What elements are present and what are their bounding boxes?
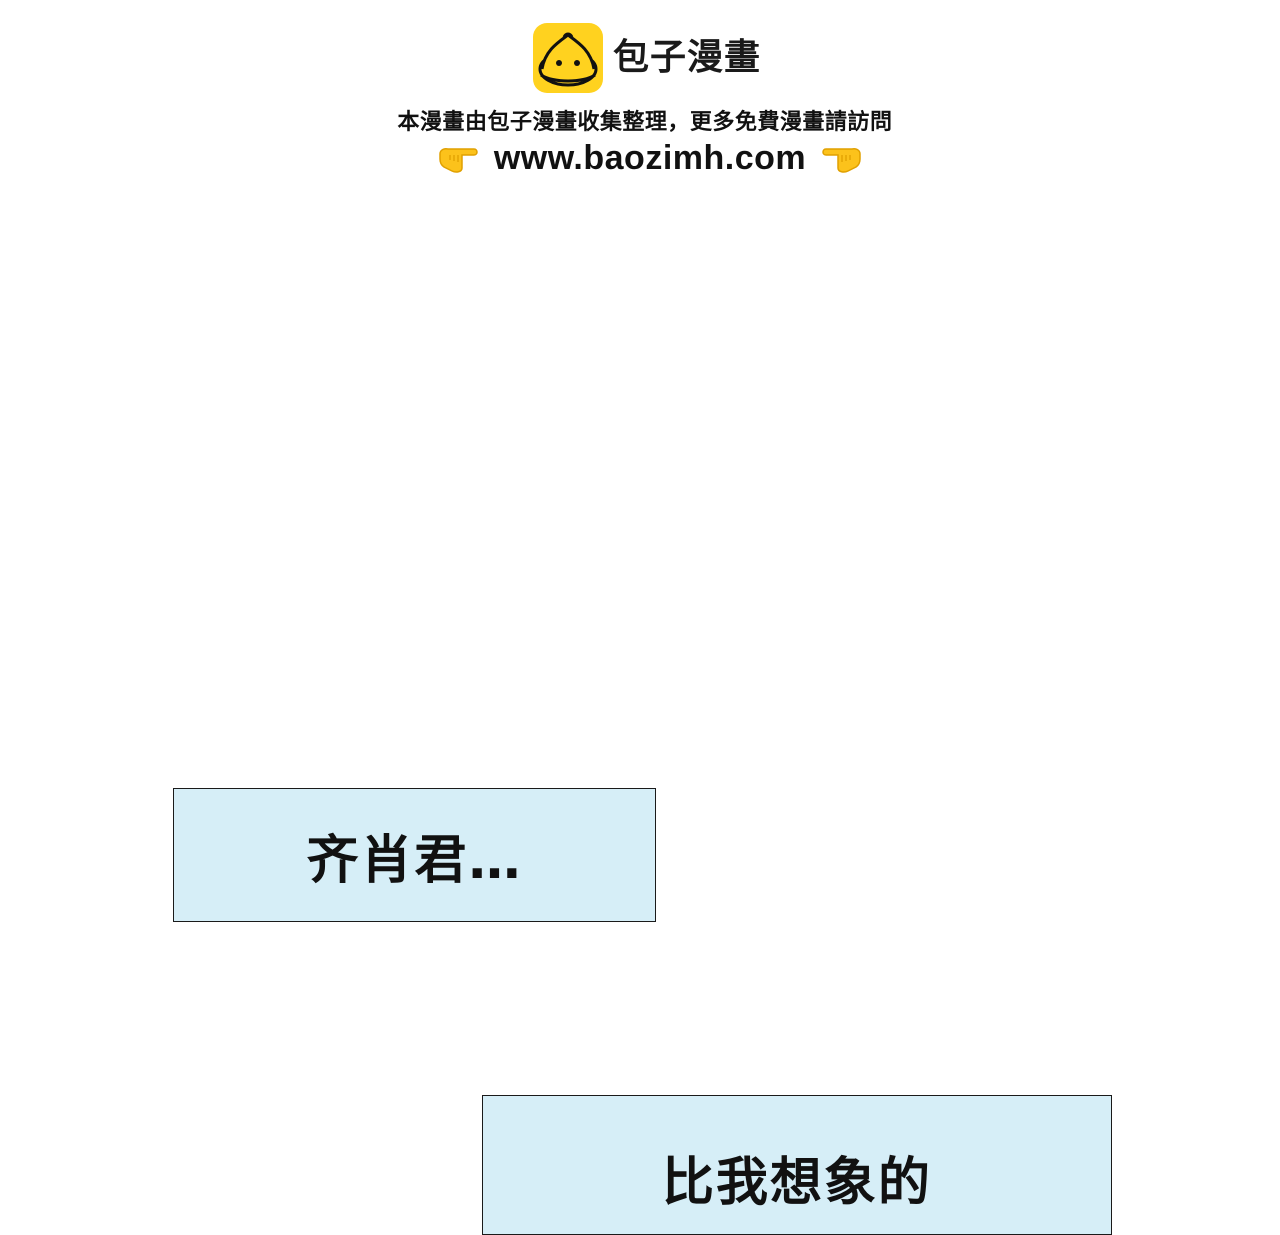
caption-box: 齐肖君…	[173, 788, 656, 922]
site-url: www.baozimh.com	[493, 138, 807, 177]
caption-text: 比我想象的	[661, 1153, 932, 1213]
watermark-header: 包子漫畫 本漫畫由包子漫畫收集整理，更多免費漫畫請訪問 www.baozimh.…	[0, 0, 1280, 190]
url-row: www.baozimh.com	[0, 136, 1280, 180]
brand-name: 包子漫畫	[613, 37, 762, 78]
pointing-right-hand-icon	[436, 140, 480, 176]
caption-text: 齐肖君…	[306, 830, 523, 891]
brand-row: 包子漫畫	[533, 23, 761, 93]
bun-mascot-logo-icon	[533, 23, 603, 93]
watermark-tagline: 本漫畫由包子漫畫收集整理，更多免費漫畫請訪問	[397, 110, 893, 135]
caption-box: 比我想象的	[482, 1095, 1112, 1235]
pointing-left-hand-icon	[820, 140, 864, 176]
